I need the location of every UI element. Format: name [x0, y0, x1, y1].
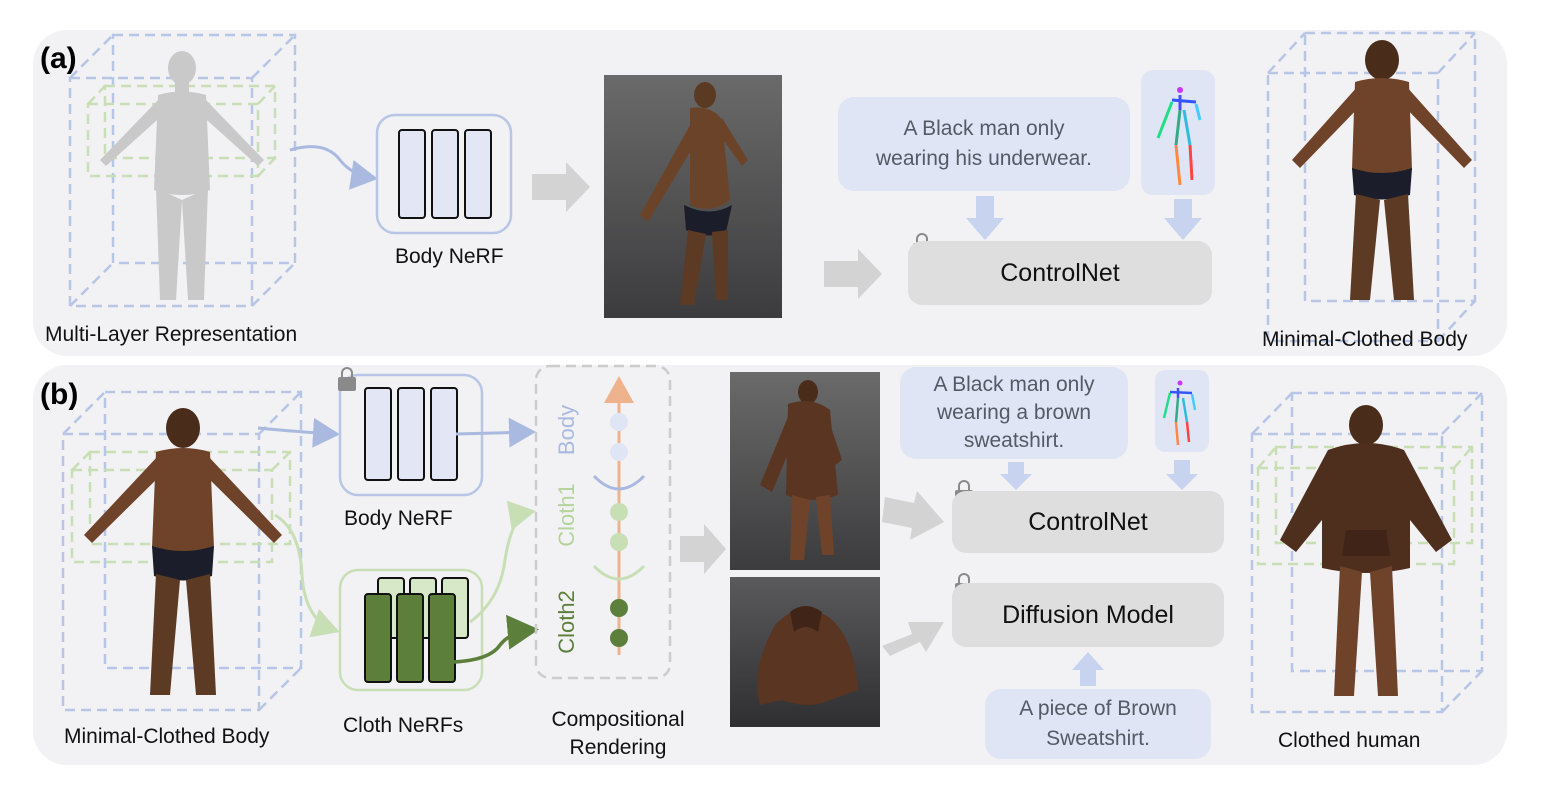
- controlnet-label-b: ControlNet: [1028, 507, 1148, 536]
- lock-icon: [338, 367, 356, 391]
- rendered-cloth-image-b: [730, 577, 880, 727]
- ray-sample-cloth1-1: [610, 503, 628, 521]
- compositional-box: [534, 364, 672, 680]
- arrow-render-to-controlnet-a: [824, 249, 882, 299]
- panel-b-label: (b): [40, 378, 79, 411]
- body-mesh: [100, 51, 264, 300]
- pose-skeleton-a: [1141, 70, 1215, 195]
- compositional-caption: Compositional Rendering: [551, 708, 685, 759]
- clothed-human-image-b: [1280, 405, 1452, 696]
- arrow-pose-to-controlnet-a: [1164, 199, 1202, 240]
- diffusion-label: Diffusion Model: [1002, 600, 1174, 629]
- ray-label-body: Body: [554, 404, 579, 456]
- cloth-nerf-block-b: [338, 568, 484, 692]
- body-nerf-block-a: [375, 113, 513, 235]
- ray-sample-cloth2-1: [610, 599, 628, 617]
- ray-boundary-2: [592, 564, 646, 581]
- arrow-render-to-diffusion-b: [882, 622, 944, 656]
- arrow-pose-to-controlnet-b: [1166, 460, 1198, 490]
- output-box-a: [1266, 31, 1477, 343]
- pose-skeleton-b: [1155, 370, 1209, 452]
- arrow-input-to-body-nerf-b: [257, 417, 340, 448]
- ray-label-cloth2: Cloth2: [554, 590, 579, 654]
- prompt-cloth-b: A piece of Brown Sweatshirt.: [985, 689, 1211, 759]
- ray-boundary-1: [592, 474, 646, 491]
- arrow-cloth1-to-render: [469, 500, 536, 624]
- arrow-cloth2-to-render: [453, 614, 539, 664]
- prompt-text-a: A Black man only wearing his underwear.: [838, 97, 1130, 191]
- controlnet-label-a: ControlNet: [1000, 258, 1120, 287]
- minimal-clothed-body-image-a: [1292, 40, 1472, 300]
- cloth-nerfs-caption: Cloth NeRFs: [343, 714, 464, 737]
- arrow-body-nerf-to-render: [455, 417, 536, 448]
- rendered-body-image-a: [604, 75, 782, 318]
- ray-sample-body-2: [610, 443, 628, 461]
- ray-label-cloth1: Cloth1: [554, 483, 579, 547]
- controlnet-box-a: ControlNet: [908, 241, 1212, 305]
- arrow-compose-to-renders-b: [680, 524, 726, 574]
- rendered-clothed-image-b: [730, 372, 880, 570]
- body-nerf-caption-b: Body NeRF: [344, 507, 453, 530]
- arrow-render-to-controlnet-b: [882, 491, 944, 540]
- arrow-nerf-to-render-a: [532, 162, 590, 212]
- output-caption-a: Minimal-Clothed Body: [1262, 328, 1468, 351]
- diffusion-model-box: Diffusion Model: [952, 583, 1224, 647]
- arrow-prompt-to-controlnet-a: [966, 196, 1004, 240]
- input-caption-b: Minimal-Clothed Body: [64, 725, 270, 748]
- arrow-mesh-to-nerf-a: [289, 145, 378, 190]
- arrow-cloth-prompt-to-diffusion: [1072, 652, 1104, 686]
- ray-sample-cloth1-2: [610, 533, 628, 551]
- arrow-prompt-to-controlnet-b: [1000, 462, 1032, 490]
- arrow-input-to-cloth-nerf-b: [274, 513, 340, 638]
- ray-sample-cloth2-2: [610, 629, 628, 647]
- output-caption-b: Clothed human: [1278, 729, 1421, 752]
- prompt-human-b: A Black man only wearing a brown sweatsh…: [900, 367, 1128, 459]
- ray-sample-body-1: [610, 413, 628, 431]
- panel-a-label: (a): [40, 42, 77, 75]
- body-nerf-caption-a: Body NeRF: [395, 245, 504, 268]
- multi-layer-caption: Multi-Layer Representation: [45, 323, 298, 346]
- body-nerf-block-b: [338, 373, 484, 497]
- controlnet-box-b: ControlNet: [952, 491, 1224, 553]
- minimal-clothed-body-image-b: [84, 408, 282, 695]
